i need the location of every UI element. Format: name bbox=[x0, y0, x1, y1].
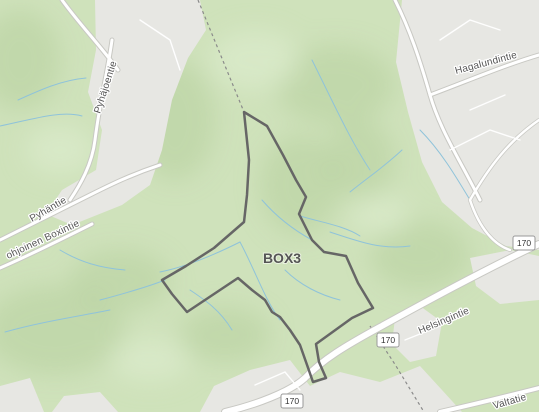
streams bbox=[0, 59, 471, 333]
road-pyhajoentie bbox=[68, 38, 114, 202]
railway bbox=[197, 0, 425, 412]
area-label: BOX3 bbox=[263, 250, 301, 266]
route-shield-number: 170 bbox=[285, 396, 299, 406]
route-shield-number: 170 bbox=[381, 335, 395, 345]
road-hagalundintie bbox=[428, 53, 539, 97]
route-shield-170-center: 170 bbox=[376, 332, 400, 348]
road-pohjoinen-boxintie bbox=[0, 222, 94, 270]
road-valtatie bbox=[438, 386, 539, 412]
area-boundary-box3[interactable] bbox=[160, 110, 375, 384]
road-170 bbox=[222, 241, 539, 412]
route-shield-number: 170 bbox=[517, 238, 531, 248]
route-shield-170-east: 170 bbox=[512, 235, 536, 251]
route-shield-170-south: 170 bbox=[280, 393, 304, 409]
road-pyhantie bbox=[0, 163, 162, 242]
